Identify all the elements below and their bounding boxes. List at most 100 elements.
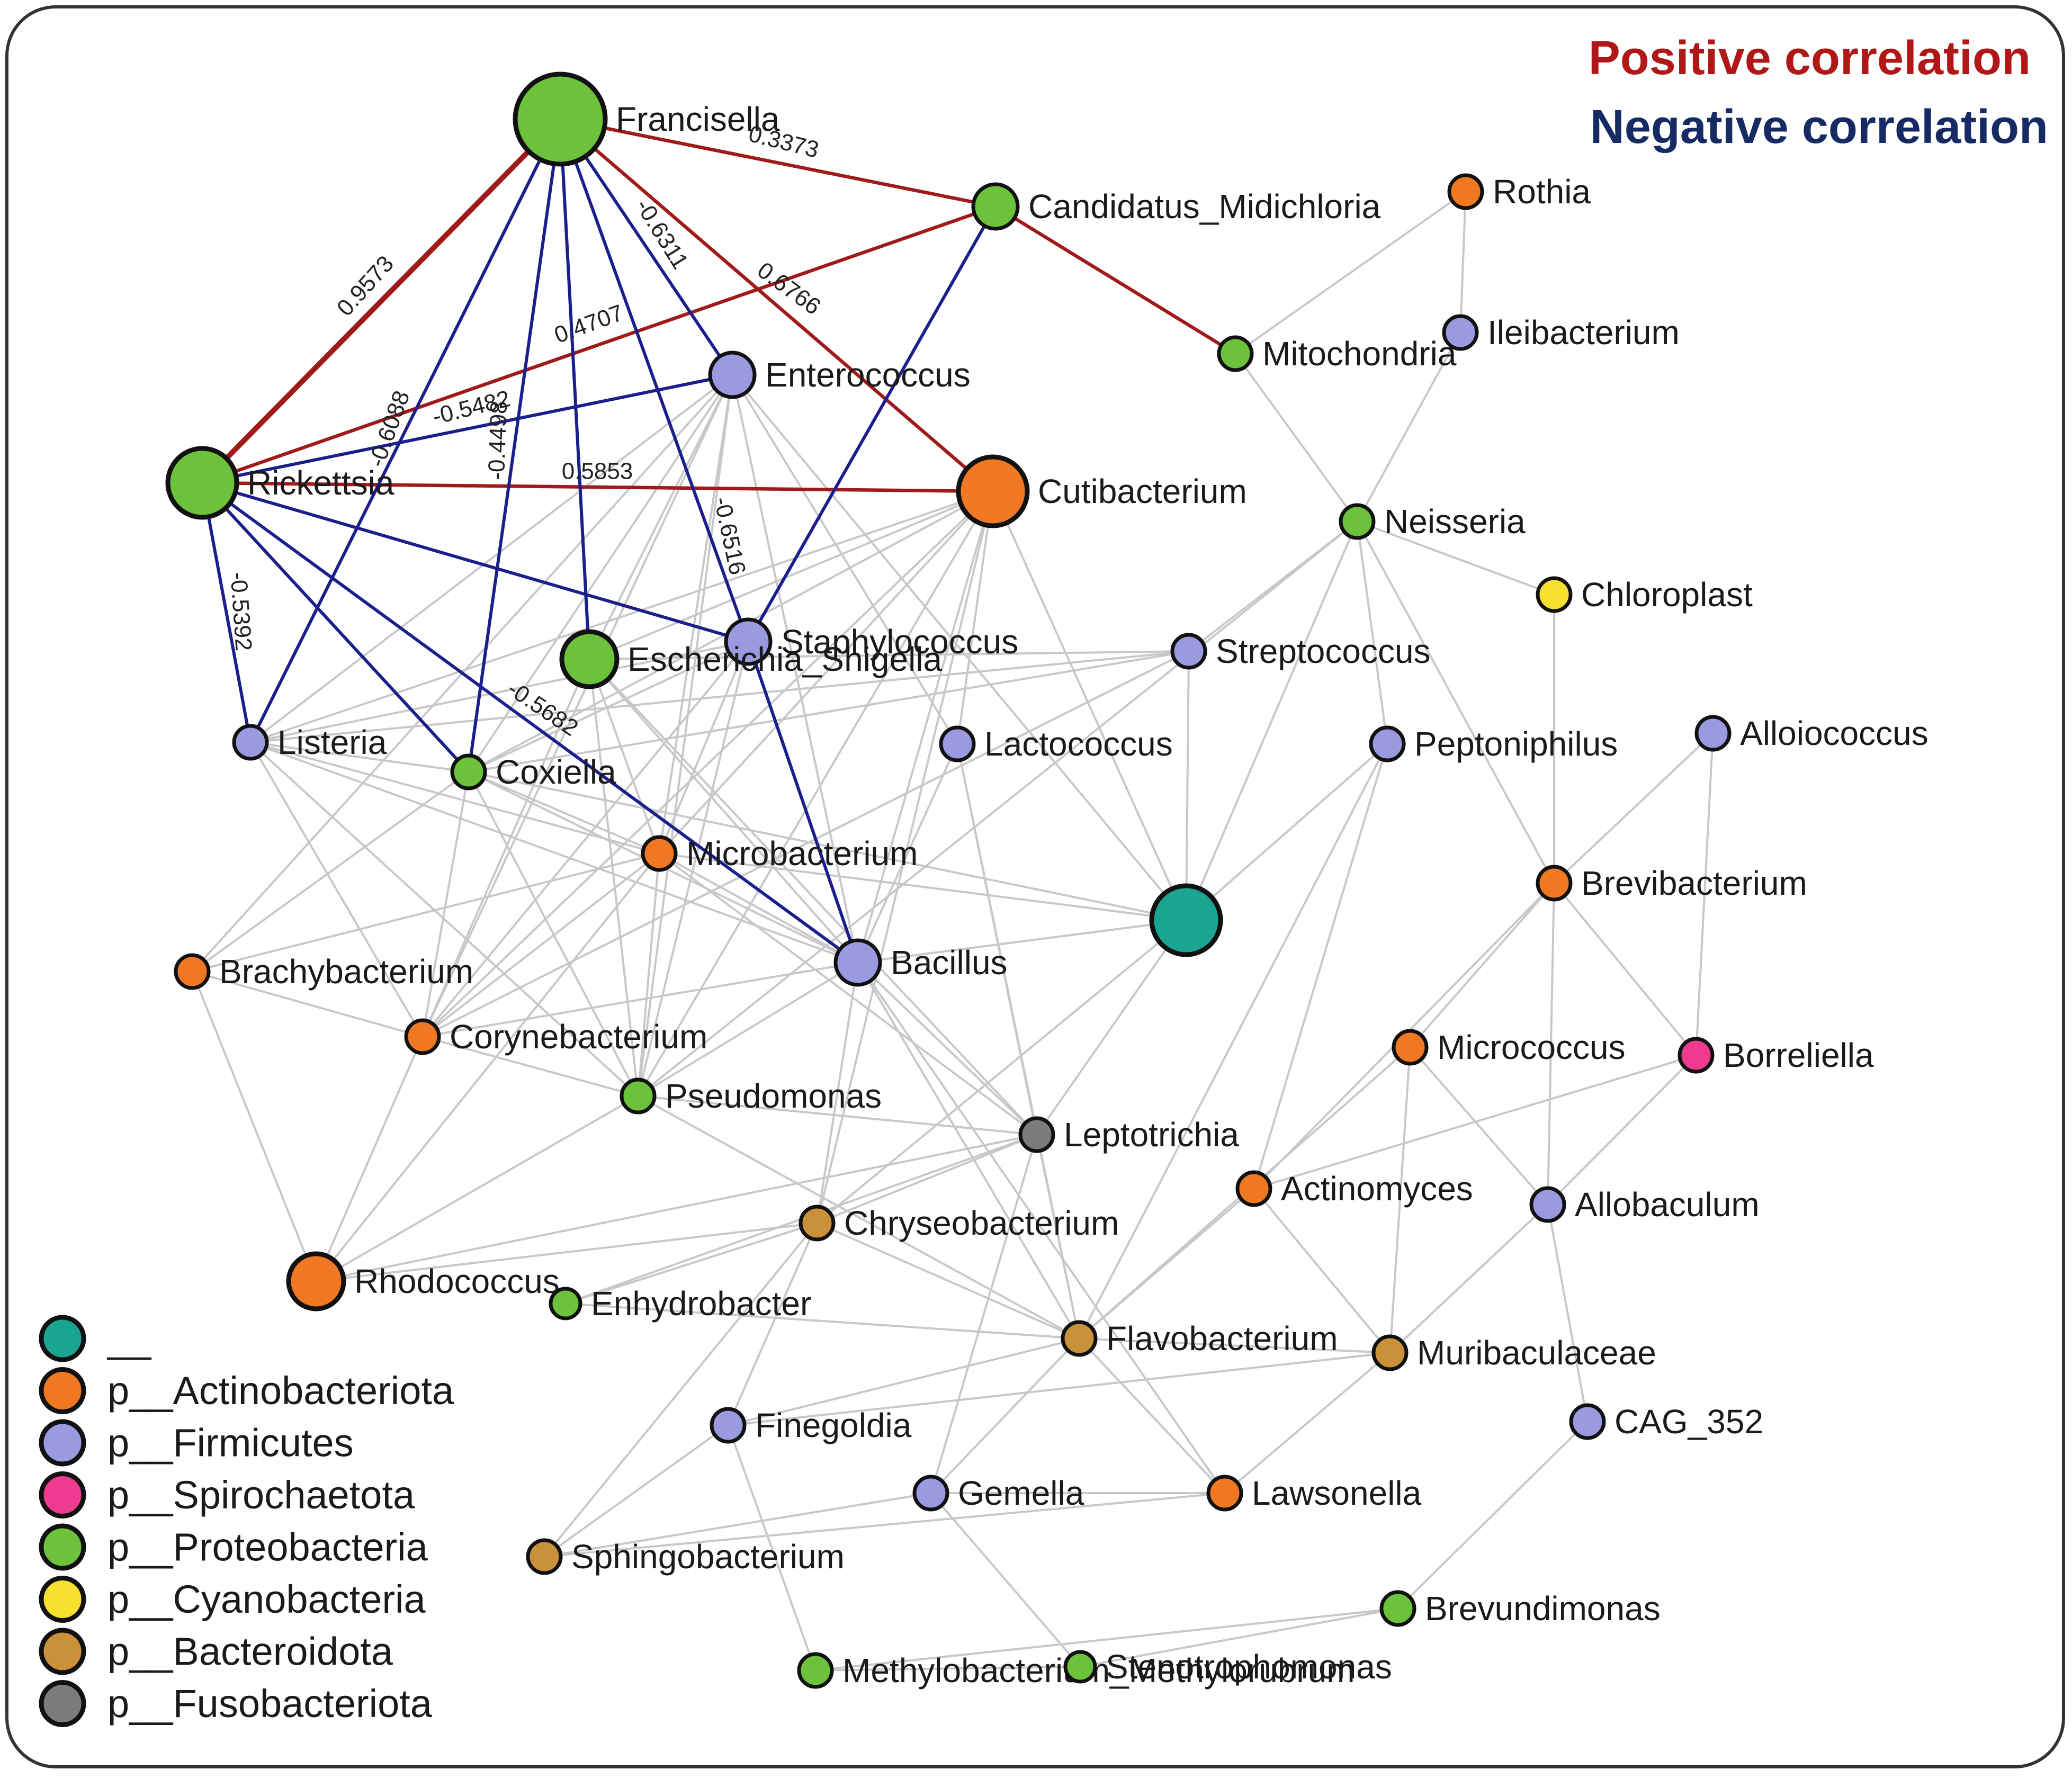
- node-circle[interactable]: [1447, 173, 1484, 210]
- edge-Gemella-Sphingobacterium: [544, 1492, 931, 1558]
- node-circle[interactable]: [450, 753, 487, 790]
- node-peptoniphilus[interactable]: Peptoniphilus: [1369, 725, 1618, 763]
- edge-Peptoniphilus-Actinomyces: [1253, 743, 1388, 1189]
- node-gemella[interactable]: Gemella: [912, 1474, 1084, 1512]
- edge-Allobaculum-CAG_352: [1547, 1204, 1589, 1422]
- node-circle[interactable]: [912, 1475, 949, 1512]
- node-finegoldia[interactable]: Finegoldia: [710, 1406, 912, 1444]
- edge-Muribaculaceae-Lawsonella: [1224, 1352, 1391, 1494]
- node-alloiococcus[interactable]: Alloiococcus: [1694, 714, 1929, 752]
- node-lawsonella[interactable]: Lawsonella: [1206, 1474, 1422, 1512]
- node-escherichia_shigella[interactable]: Escherichia_Shigella: [559, 629, 943, 689]
- node-circle[interactable]: [1536, 865, 1573, 902]
- node-sphingobacterium[interactable]: Sphingobacterium: [526, 1538, 845, 1576]
- edge-Staphylococcus-Microbacterium: [658, 641, 749, 854]
- node-circle[interactable]: [1392, 1029, 1429, 1066]
- node-circle[interactable]: [232, 724, 269, 761]
- node-circle[interactable]: [1536, 576, 1573, 613]
- node-circle[interactable]: [165, 446, 239, 520]
- node-circle[interactable]: [1170, 633, 1207, 670]
- edge-Listeria-Coxiella: [250, 741, 469, 773]
- node-rickettsia[interactable]: Rickettsia: [165, 446, 394, 520]
- node-circle[interactable]: [1217, 335, 1254, 372]
- node-muribaculaceae[interactable]: Muribaculaceae: [1371, 1334, 1656, 1372]
- node-borreliella[interactable]: Borreliella: [1678, 1036, 1874, 1074]
- node-micrococcus[interactable]: Micrococcus: [1392, 1028, 1626, 1066]
- node-listeria[interactable]: Listeria: [232, 723, 387, 761]
- node-circle[interactable]: [708, 351, 757, 399]
- node-enterococcus[interactable]: Enterococcus: [708, 351, 971, 399]
- edge-Chryseobacterium-Sphingobacterium: [543, 1222, 818, 1558]
- node-brevibacterium[interactable]: Brevibacterium: [1536, 864, 1807, 902]
- edge-Flavobacterium-Gemella: [930, 1337, 1080, 1494]
- edge-Cutibacterium-Corynebacterium: [421, 490, 994, 1038]
- node-circle[interactable]: [1235, 1170, 1272, 1207]
- node-methylobacterium[interactable]: Methylobacterium_Methylorubrum: [797, 1651, 1355, 1690]
- node-circle[interactable]: [549, 1287, 582, 1320]
- node-circle[interactable]: [1369, 725, 1406, 762]
- edge-Microbacterium-Rhodococcus: [315, 852, 660, 1282]
- node-circle[interactable]: [797, 1652, 834, 1689]
- node-flavobacterium[interactable]: Flavobacterium: [1061, 1319, 1338, 1358]
- node-neisseria[interactable]: Neisseria: [1339, 502, 1526, 541]
- node-cag_352[interactable]: CAG_352: [1569, 1403, 1763, 1441]
- node-staphylococcus[interactable]: Staphylococcus: [724, 617, 1018, 666]
- edge-Brevibacterium-Allobaculum: [1547, 883, 1555, 1205]
- node-coxiella[interactable]: Coxiella: [450, 753, 616, 791]
- node-circle[interactable]: [1678, 1037, 1715, 1074]
- node-rhodococcus[interactable]: Rhodococcus: [286, 1251, 560, 1311]
- node-enhydrobacter[interactable]: Enhydrobacter: [549, 1284, 811, 1323]
- node-brevundimonas[interactable]: Brevundimonas: [1379, 1589, 1661, 1628]
- node-circle[interactable]: [526, 1538, 563, 1575]
- node-chryseobacterium[interactable]: Chryseobacterium: [799, 1204, 1119, 1242]
- node-cutibacterium[interactable]: Cutibacterium: [956, 454, 1247, 528]
- node-circle[interactable]: [559, 629, 620, 689]
- node-rothia[interactable]: Rothia: [1447, 173, 1591, 211]
- node-francisella[interactable]: Francisella: [513, 71, 780, 167]
- edge-Chryseobacterium-Flavobacterium: [817, 1222, 1080, 1340]
- node-circle[interactable]: [404, 1018, 441, 1055]
- node-brachybacterium[interactable]: Brachybacterium: [174, 953, 473, 991]
- node-circle[interactable]: [939, 725, 976, 762]
- node-circle[interactable]: [1529, 1186, 1566, 1223]
- node-circle[interactable]: [1694, 715, 1732, 752]
- node-circle[interactable]: [513, 71, 608, 167]
- node-actinomyces[interactable]: Actinomyces: [1235, 1170, 1473, 1208]
- node-circle[interactable]: [620, 1077, 657, 1115]
- node-circle[interactable]: [1569, 1403, 1606, 1440]
- node-chloroplast[interactable]: Chloroplast: [1536, 576, 1753, 614]
- node-mitochondria[interactable]: Mitochondria: [1217, 335, 1457, 373]
- node-circle[interactable]: [1206, 1475, 1243, 1512]
- node-circle[interactable]: [286, 1251, 346, 1311]
- node-circle[interactable]: [956, 454, 1030, 528]
- node-circle[interactable]: [174, 953, 211, 990]
- node-circle[interactable]: [1339, 503, 1376, 540]
- node-stenotrophomonas[interactable]: Stenotrophomonas: [1063, 1648, 1392, 1686]
- node-allobaculum[interactable]: Allobaculum: [1529, 1185, 1760, 1224]
- node-bacillus[interactable]: Bacillus: [833, 938, 1008, 987]
- node-corynebacterium[interactable]: Corynebacterium: [404, 1018, 707, 1056]
- node-circle[interactable]: [833, 938, 882, 987]
- edge-Pseudomonas-Rhodococcus: [316, 1095, 639, 1282]
- node-circle[interactable]: [710, 1407, 747, 1444]
- node-circle[interactable]: [1149, 883, 1223, 957]
- node-circle[interactable]: [1379, 1590, 1416, 1627]
- node-circle[interactable]: [641, 835, 678, 872]
- node-circle[interactable]: [1018, 1116, 1055, 1153]
- node-candidatus_midichloria[interactable]: Candidatus_Midichloria: [971, 182, 1381, 231]
- node-microbacterium[interactable]: Microbacterium: [641, 834, 918, 873]
- node-circle[interactable]: [1063, 1650, 1097, 1684]
- node-lactococcus[interactable]: Lactococcus: [939, 725, 1173, 763]
- node-circle[interactable]: [724, 617, 773, 666]
- node-circle[interactable]: [799, 1205, 836, 1242]
- legend-label: p__Bacteroidota: [107, 1630, 393, 1674]
- node-circle[interactable]: [971, 182, 1020, 231]
- node-circle[interactable]: [1371, 1334, 1409, 1371]
- node-circle[interactable]: [1442, 314, 1479, 351]
- node-circle[interactable]: [1061, 1320, 1098, 1357]
- node-unknown[interactable]: [1149, 883, 1223, 957]
- node-leptotrichia[interactable]: Leptotrichia: [1018, 1116, 1239, 1154]
- node-ileibacterium[interactable]: Ileibacterium: [1442, 313, 1680, 352]
- node-pseudomonas[interactable]: Pseudomonas: [620, 1077, 882, 1115]
- node-streptococcus[interactable]: Streptococcus: [1170, 632, 1431, 670]
